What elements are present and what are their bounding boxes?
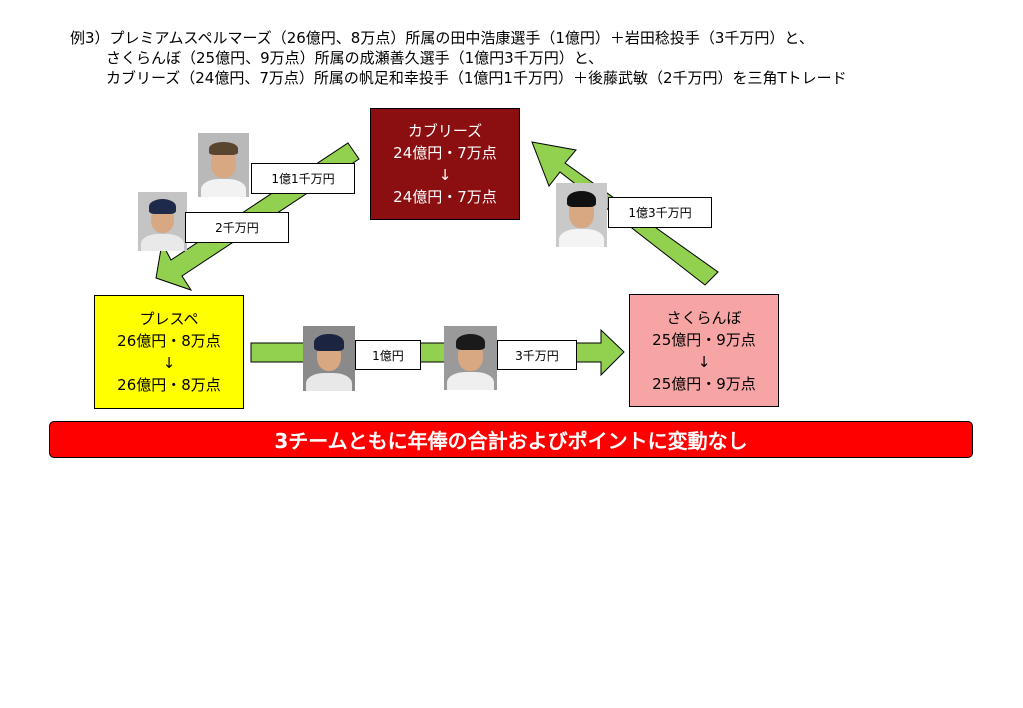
team-before: 25億円・9万点 <box>652 330 756 349</box>
down-arrow-glyph: ↓ <box>697 352 711 371</box>
trade-amount-label: 1億円 <box>355 340 421 370</box>
player-photo-iwata <box>444 326 497 390</box>
summary-banner: 3チームともに年俸の合計およびポイントに変動なし <box>49 421 973 458</box>
team-name: プレスペ <box>139 310 199 328</box>
heading-line-3: カブリーズ（24億円、7万点）所属の帆足和幸投手（1億円1千万円）＋後藤武敏（2… <box>106 69 847 87</box>
player-photo-tanaka <box>303 326 355 391</box>
trade-amount-label: 1億3千万円 <box>608 197 712 228</box>
team-before: 26億円・8万点 <box>117 332 221 350</box>
team-name: カブリーズ <box>407 122 483 140</box>
down-arrow-glyph: ↓ <box>162 354 176 372</box>
player-photo-goto <box>138 192 187 251</box>
down-arrow-glyph: ↓ <box>438 166 452 184</box>
trade-amount-label: 1億1千万円 <box>251 163 355 194</box>
team-box-presupe: プレスペ 26億円・8万点 ↓ 26億円・8万点 <box>94 295 244 409</box>
team-name: さくらんぼ <box>666 308 742 327</box>
player-photo-naruse <box>556 183 607 247</box>
trade-example-heading: 例3）プレミアムスペルマーズ（26億円、8万点）所属の田中浩康選手（1億円）＋岩… <box>70 28 1010 88</box>
trade-amount-label: 2千万円 <box>185 212 289 243</box>
trade-amount-label: 3千万円 <box>497 340 577 370</box>
team-after: 26億円・8万点 <box>117 376 221 394</box>
team-after: 25億円・9万点 <box>652 374 756 393</box>
team-before: 24億円・7万点 <box>393 144 497 162</box>
heading-line-1: 例3）プレミアムスペルマーズ（26億円、8万点）所属の田中浩康選手（1億円）＋岩… <box>70 29 814 47</box>
team-after: 24億円・7万点 <box>393 188 497 206</box>
heading-line-2: さくらんぼ（25億円、9万点）所属の成瀬善久選手（1億円3千万円）と、 <box>106 49 604 67</box>
team-box-cubries: カブリーズ 24億円・7万点 ↓ 24億円・7万点 <box>370 108 520 220</box>
player-photo-hoashi <box>198 133 249 197</box>
team-box-sakuranbo: さくらんぼ 25億円・9万点 ↓ 25億円・9万点 <box>629 294 779 407</box>
